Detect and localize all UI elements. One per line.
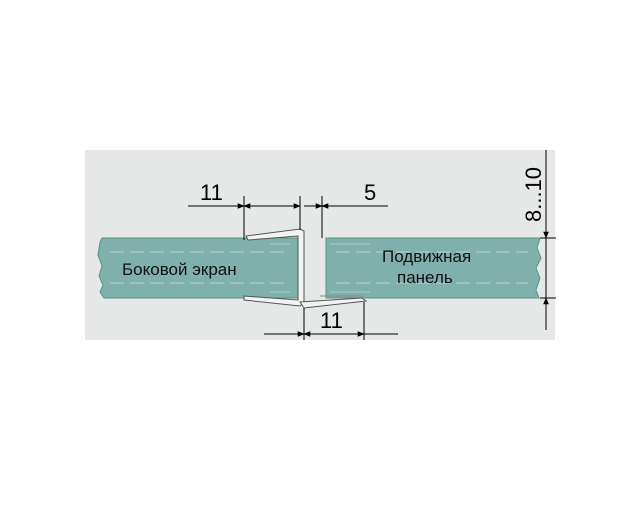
side-screen-label: Боковой экран [122, 260, 237, 279]
thickness-dimension: 8...10 [521, 150, 556, 330]
thickness-value: 8...10 [521, 167, 546, 222]
bottom-width-dimension: 11 [264, 302, 398, 340]
gap-value: 5 [364, 180, 376, 205]
side-screen-glass [97, 237, 301, 299]
sliding-panel-label-line2: панель [397, 268, 453, 287]
bottom-width-value: 11 [320, 308, 343, 333]
sliding-panel-label-line1: Подвижная [382, 247, 471, 266]
gap-dimension: 5 [304, 180, 388, 238]
top-width-dimension: 11 [188, 180, 301, 240]
h-profile-seal [243, 228, 368, 309]
top-width-value: 11 [200, 180, 223, 205]
sliding-panel-glass [325, 237, 542, 299]
